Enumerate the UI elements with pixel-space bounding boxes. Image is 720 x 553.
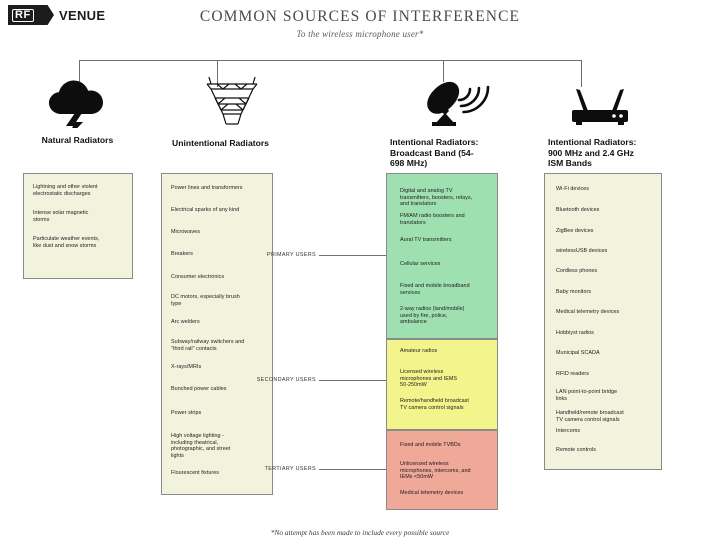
list-item: Subway/railway switchers and "third rail… [171, 339, 245, 352]
list-item: Medical telemetry devices [556, 309, 620, 315]
icon-natural-radiators [24, 80, 134, 128]
page-title: COMMON SOURCES OF INTERFERENCE [199, 8, 521, 25]
satellite-dish-icon [427, 81, 490, 126]
list-item: Remote/handheld broadcast TV camera cont… [400, 398, 469, 411]
list-item: Power lines and transformers [171, 185, 243, 191]
list-item: Microwaves [171, 229, 200, 235]
rf-venue-logo: RF VENUE [8, 4, 105, 26]
list-item: Bunched power cables [171, 386, 227, 392]
list-item: wirelessUSB devices [556, 248, 608, 254]
column-header-unintentional: Unintentional Radiators [172, 138, 269, 148]
tree-horizontal-connector [79, 60, 581, 61]
tier-leader-primary [319, 255, 386, 256]
list-item: Flourescent fixtures [171, 470, 220, 476]
tree-branch-broadcast [443, 60, 444, 82]
storm-cloud-icon [49, 80, 103, 128]
list-item: ZigBee devices [556, 228, 594, 234]
tree-branch-unintentional [217, 60, 218, 87]
list-item: Medical telemetry devices [400, 490, 464, 496]
list-item: Fixed and mobile TVBDs [400, 442, 461, 448]
band-secondary-users [386, 339, 498, 430]
list-item: High voltage lighting - including theatr… [171, 433, 231, 459]
list-item: Consumer electronics [171, 274, 225, 280]
tree-branch-natural [79, 60, 80, 90]
icon-intentional-ism [545, 80, 655, 126]
transmission-tower-icon [206, 76, 258, 125]
list-item: Breakers [171, 251, 193, 257]
wireless-router-icon [572, 89, 628, 125]
list-item: Bluetooth devices [556, 207, 600, 213]
icon-unintentional-radiators [177, 72, 287, 127]
tier-label-tertiary: TERTIARY USERS [264, 466, 316, 472]
logo-chevron-icon: RF [8, 5, 54, 25]
column-header-broadcast: Intentional Radiators: Broadcast Band (5… [390, 137, 479, 168]
list-item: Intense solar magnetic storms [33, 210, 89, 223]
list-item: X-rays/MRIs [171, 364, 202, 370]
band-primary-users [386, 173, 498, 339]
list-item: RFID readers [556, 371, 589, 377]
list-item: Unlicensed wireless microphones, interco… [400, 461, 471, 481]
page-subtitle: To the wireless microphone user* [296, 29, 424, 39]
box-ism-radiators [544, 173, 662, 470]
list-item: Handheld/remote broadcast TV camera cont… [556, 410, 624, 423]
list-item: Wi-Fi devices [556, 186, 589, 192]
list-item: Power strips [171, 410, 202, 416]
tier-label-primary: PRIMARY USERS [267, 252, 316, 258]
column-header-natural: Natural Radiators [41, 135, 114, 145]
box-unintentional-radiators [161, 173, 273, 495]
band-tertiary-users [386, 430, 498, 510]
list-item: Digital and analog TV transmitters, boos… [400, 188, 473, 208]
list-item: Amateur radios [400, 348, 438, 354]
column-header-ism: Intentional Radiators: 900 MHz and 2.4 G… [548, 137, 637, 168]
list-item: Cellular services [400, 261, 441, 267]
logo-wordmark: VENUE [59, 7, 106, 23]
list-item: Lightning and other violent electrostati… [33, 184, 98, 197]
list-item: Intercoms [556, 428, 581, 434]
box-natural-radiators [23, 173, 133, 279]
list-item: Particulate weather events, like dust an… [33, 236, 100, 249]
tier-leader-tertiary [319, 469, 386, 470]
list-item: FM/AM radio boosters and translators [400, 213, 465, 226]
list-item: DC motors, especially brush type [171, 294, 240, 307]
tier-label-secondary: SECONDARY USERS [256, 377, 316, 383]
logo-mark-text: RF [12, 8, 34, 22]
list-item: Fixed and mobile broadband services [400, 283, 470, 296]
list-item: LAN point-to-point bridge links [556, 389, 618, 402]
list-item: Baby monitors [556, 289, 592, 295]
list-item: Hobbiyst radios [556, 330, 594, 336]
footnote: *No attempt has been made to include eve… [270, 528, 450, 537]
list-item: Electrical sparks of any kind [171, 207, 240, 213]
list-item: Cordless phones [556, 268, 598, 274]
list-item: 2-way radios (land/mobile) used by fire,… [400, 306, 465, 326]
list-item: Licensed wireless microphones and IEMS 5… [400, 369, 458, 389]
icon-intentional-broadcast [405, 76, 515, 126]
tier-leader-secondary [319, 380, 386, 381]
list-item: Municipal SCADA [556, 350, 600, 356]
list-item: Aural TV transmitters [400, 237, 452, 243]
list-item: Arc welders [171, 319, 200, 325]
tree-branch-ism [581, 60, 582, 87]
list-item: Remote controls [556, 447, 596, 453]
